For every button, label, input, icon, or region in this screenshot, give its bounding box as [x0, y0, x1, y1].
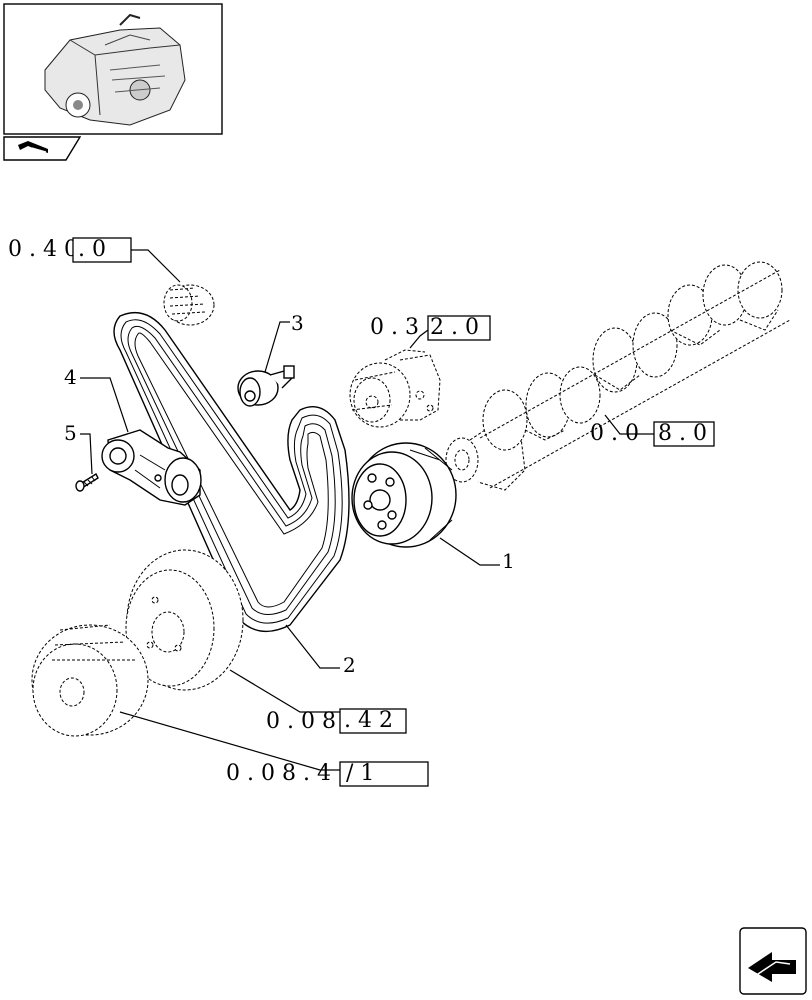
- reference-link-0-08-41[interactable]: 0 . 0 8 . 4 / 1: [226, 761, 429, 787]
- ref-box: [427, 315, 491, 341]
- next-page-arrow-icon[interactable]: [739, 927, 807, 995]
- ref-box: [72, 237, 132, 263]
- reference-link-0-40-0[interactable]: 0 . 4 0 . 0: [8, 237, 132, 263]
- leader-line: [604, 414, 654, 435]
- callout-4: 4: [64, 365, 77, 389]
- ref-box: [339, 708, 407, 734]
- part-1-crankshaft-pulley[interactable]: [351, 442, 457, 548]
- leader-line: [80, 377, 129, 433]
- part-3-idler-pulley[interactable]: [237, 365, 295, 407]
- leader-line: [131, 249, 181, 283]
- engine-thumbnail-icon: [44, 13, 186, 126]
- ref-prefix: 0 . 3: [370, 315, 419, 340]
- leader-line: [264, 321, 290, 373]
- leader-line: [229, 669, 340, 713]
- reference-link-0-08-42[interactable]: 0 . 0 8 . 4 2: [266, 708, 407, 734]
- reference-link-0-32-0[interactable]: 0 . 3 2 . 0: [370, 315, 491, 341]
- ref-boxed-text: / 1: [346, 761, 374, 786]
- crankshaft-ref: [445, 261, 791, 491]
- idler-pulley-ref: [163, 284, 215, 326]
- ref-box: [653, 421, 715, 447]
- ref-boxed-text: 2 . 0: [430, 315, 479, 340]
- ref-prefix: 0 . 0 8: [266, 709, 336, 734]
- ref-boxed-text: . 0: [78, 237, 106, 262]
- ref-box: [339, 761, 429, 787]
- auxiliary-pulley-ref: [31, 624, 149, 737]
- callout-1: 1: [502, 549, 515, 573]
- leader-line: [409, 329, 429, 349]
- ref-boxed-text: . 4 2: [344, 708, 393, 733]
- leader-line: [439, 537, 500, 566]
- ref-boxed-text: 8 . 0: [658, 421, 707, 446]
- leader-line: [285, 624, 340, 669]
- callout-5: 5: [64, 421, 77, 445]
- leader-line: [119, 711, 340, 771]
- book-tab-icon[interactable]: [3, 136, 82, 161]
- reference-link-0-08-0[interactable]: 0 . 0 8 . 0: [590, 421, 715, 447]
- leader-line: [80, 433, 93, 475]
- part-5-bolt[interactable]: [75, 472, 99, 492]
- ref-prefix: 0 . 0 8 . 4: [226, 761, 331, 786]
- part-2-belt[interactable]: [113, 312, 350, 633]
- ref-prefix: 0 . 4 0: [8, 237, 78, 262]
- callout-2: 2: [343, 653, 356, 677]
- engine-thumbnail[interactable]: [3, 3, 223, 135]
- vibration-damper-ref: [125, 549, 244, 691]
- water-pump-ref: [349, 349, 441, 428]
- callout-3: 3: [291, 311, 304, 335]
- part-4-belt-tensioner[interactable]: [101, 429, 202, 506]
